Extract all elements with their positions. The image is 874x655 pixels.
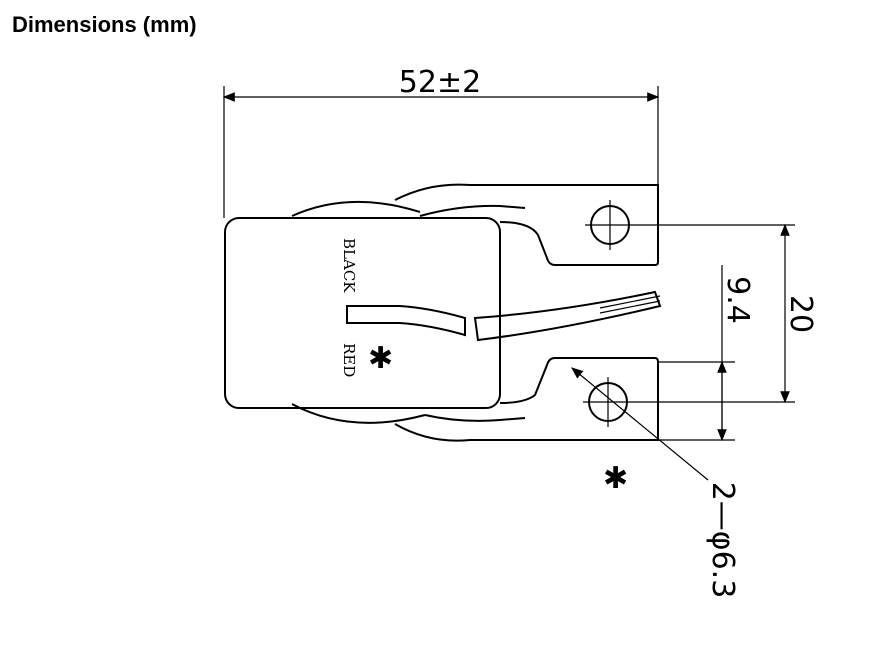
hole-leader: 2—φ6.3: [571, 367, 740, 599]
page-title: Dimensions (mm): [12, 12, 197, 37]
terminal-marker-icon: ✱: [603, 461, 628, 496]
transformer-body: [224, 217, 501, 409]
lead-wires: [346, 290, 662, 342]
terminal-height-label: 9.4: [720, 276, 755, 324]
width-dimension: 52±2: [222, 65, 660, 218]
red-marker-icon: ✱: [368, 341, 393, 376]
red-label: RED: [340, 343, 358, 377]
bottom-terminal: [394, 357, 659, 442]
width-dimension-label: 52±2: [399, 65, 481, 100]
core-outline: [291, 201, 426, 424]
hole-spec-label: 2—φ6.3: [705, 482, 740, 599]
black-label: BLACK: [340, 238, 358, 293]
pitch-dimension-label: 20: [783, 295, 818, 333]
terminal-height-dimension: 9.4: [658, 265, 755, 442]
pitch-dimension: 20: [630, 223, 818, 404]
top-terminal: [394, 183, 659, 266]
